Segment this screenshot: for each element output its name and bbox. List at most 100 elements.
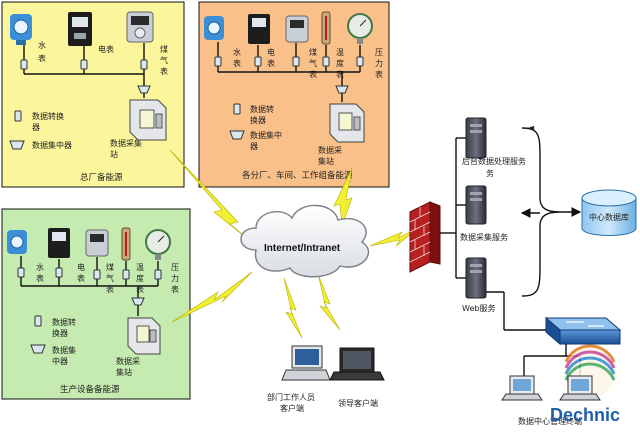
plant-converter-icon-1 (20, 59, 28, 70)
panel-production: 水 表 电 表 煤 气 表 温 度 表 压 力 表 数据转 换器 数据集 (1, 208, 191, 400)
water-meter-icon (204, 16, 224, 40)
prod-legend-converter-1: 数据转 (52, 317, 76, 327)
prod-meter-label-2b: 表 (77, 273, 85, 283)
plant-concentrator-icon (137, 85, 151, 94)
leader-client-label: 领导客户端 (338, 398, 378, 408)
prod-legend-converter-icon (34, 315, 42, 327)
backend-server-label-1: 后台数据处理服务 (462, 156, 526, 166)
branch-legend-converter-1: 数据转 (250, 104, 274, 114)
prod-meter-label-4b: 度 (136, 273, 144, 283)
collector-server-label: 数据采集服务 (460, 232, 508, 242)
backend-server-icon (465, 117, 487, 159)
branch-legend-concentrator-1: 数据集中 (250, 130, 282, 140)
branch-meter-label-1b: 表 (233, 58, 241, 68)
center-terminal-label: 数据中心管理终端 (518, 416, 582, 426)
wireless-links (169, 149, 419, 339)
prod-meter-label-1a: 水 (36, 262, 44, 272)
prod-converter-icon-4 (122, 269, 130, 280)
panel-plant-background (1, 1, 185, 188)
branch-legend-concentrator-icon (229, 130, 245, 140)
plant-meter-label-3b: 气 (160, 55, 168, 65)
plant-legend-converter-icon (14, 110, 22, 122)
electric-meter-icon (68, 12, 92, 46)
thermometer-icon (321, 11, 331, 45)
branch-panel-title: 各分厂、车间、工作组备能源 (242, 170, 353, 181)
web-server-label: Web服务 (462, 303, 495, 313)
db-connector (520, 127, 582, 297)
plant-meter-label-3c: 表 (160, 66, 168, 76)
database-icon: 中心数据库 (581, 189, 637, 236)
branch-legend-converter-icon (233, 103, 241, 115)
database-label: 中心数据库 (589, 212, 629, 222)
prod-meter-label-5a: 压 (171, 263, 179, 272)
prod-meter-label-5b: 力 (171, 273, 179, 283)
electric-meter-icon (248, 14, 270, 44)
prod-meter-label-2a: 电 (77, 262, 85, 272)
branch-station-label-1: 数据采 (318, 145, 342, 155)
prod-legend-converter-2: 换器 (52, 328, 68, 338)
branch-meter-label-4c: 表 (336, 69, 344, 79)
network-switch-icon (544, 316, 622, 346)
prod-converter-icon-2 (55, 267, 63, 278)
prod-legend-concentrator-icon (30, 344, 46, 354)
branch-converter-icon-5 (356, 56, 364, 67)
logo-text: Dechnic (550, 405, 620, 425)
lightning-icon (317, 273, 341, 331)
firewall-icon (409, 201, 441, 273)
prod-meter-label-4c: 表 (136, 284, 144, 294)
branch-meter-label-4b: 度 (336, 58, 344, 68)
prod-data-station-icon (127, 317, 161, 355)
branch-meter-label-3c: 表 (309, 69, 317, 79)
lightning-icon (171, 271, 253, 323)
branch-meter-label-3b: 气 (309, 58, 317, 68)
plant-converter-icon-2 (80, 59, 88, 70)
plant-data-station-icon (129, 99, 167, 141)
plant-meter-label-2: 电表 (98, 44, 114, 54)
branch-converter-icon-2 (254, 56, 262, 67)
plant-legend-concentrator-icon (9, 140, 25, 150)
internet-cloud: Internet/Intranet (240, 204, 369, 278)
prod-station-label-2: 集站 (116, 367, 132, 377)
prod-station-label-1: 数据采 (116, 356, 140, 366)
branch-legend-converter-2: 换器 (250, 115, 266, 125)
thermometer-icon (121, 227, 131, 261)
lightning-icon (283, 277, 303, 339)
branch-meter-label-2b: 表 (267, 58, 275, 68)
plant-legend-converter-1: 数据转换 (32, 111, 64, 121)
plant-panel-title: 总厂备能源 (80, 172, 123, 183)
department-client-label-2: 客户端 (280, 403, 304, 413)
brace-arrow-top: ◄ (528, 123, 535, 132)
panel-plant: 水 表 电表 煤 气 表 数据转换 器 数据集中器 数据采集 站 总厂 (1, 1, 185, 188)
plant-station-label-1: 数据采集 (110, 138, 142, 148)
prod-converter-icon-5 (154, 269, 162, 280)
plant-meter-label-1b: 表 (38, 53, 46, 63)
panel-branch: 水 表 电 表 煤 气 表 温 度 表 压 力 表 数据转 换器 数据集中 (198, 1, 390, 188)
plant-station-label-2: 站 (110, 149, 118, 159)
pressure-gauge-icon (347, 13, 373, 44)
prod-legend-concentrator-2: 中器 (52, 356, 68, 366)
department-client-label-1: 部门工作人员 (267, 392, 315, 402)
prod-meter-label-4a: 温 (136, 263, 144, 272)
gas-meter-icon (85, 229, 109, 257)
prod-meter-label-3c: 表 (106, 284, 114, 294)
admin-pc-icon-1 (501, 375, 543, 401)
branch-meter-label-5c: 表 (375, 69, 383, 79)
branch-legend-concentrator-2: 器 (250, 142, 258, 151)
water-meter-icon (7, 230, 27, 254)
collector-server-icon (465, 185, 487, 225)
pressure-gauge-icon (145, 229, 171, 260)
prod-legend-concentrator-1: 数据集 (52, 345, 76, 355)
prod-meter-label-1b: 表 (36, 273, 44, 283)
plant-legend-converter-2: 器 (32, 123, 40, 132)
electric-meter-icon (48, 228, 70, 258)
server-bus (440, 137, 466, 279)
gas-meter-icon (126, 11, 154, 43)
prod-concentrator-icon (131, 297, 145, 306)
department-pc-icon (281, 345, 331, 381)
plant-meter-label-1: 水 (38, 40, 46, 50)
gas-meter-icon (285, 15, 309, 43)
branch-station-label-2: 集站 (318, 156, 334, 166)
prod-meter-label-3b: 气 (106, 273, 114, 283)
web-server-icon (465, 257, 487, 299)
prod-panel-title: 生产设备备能源 (60, 384, 120, 395)
